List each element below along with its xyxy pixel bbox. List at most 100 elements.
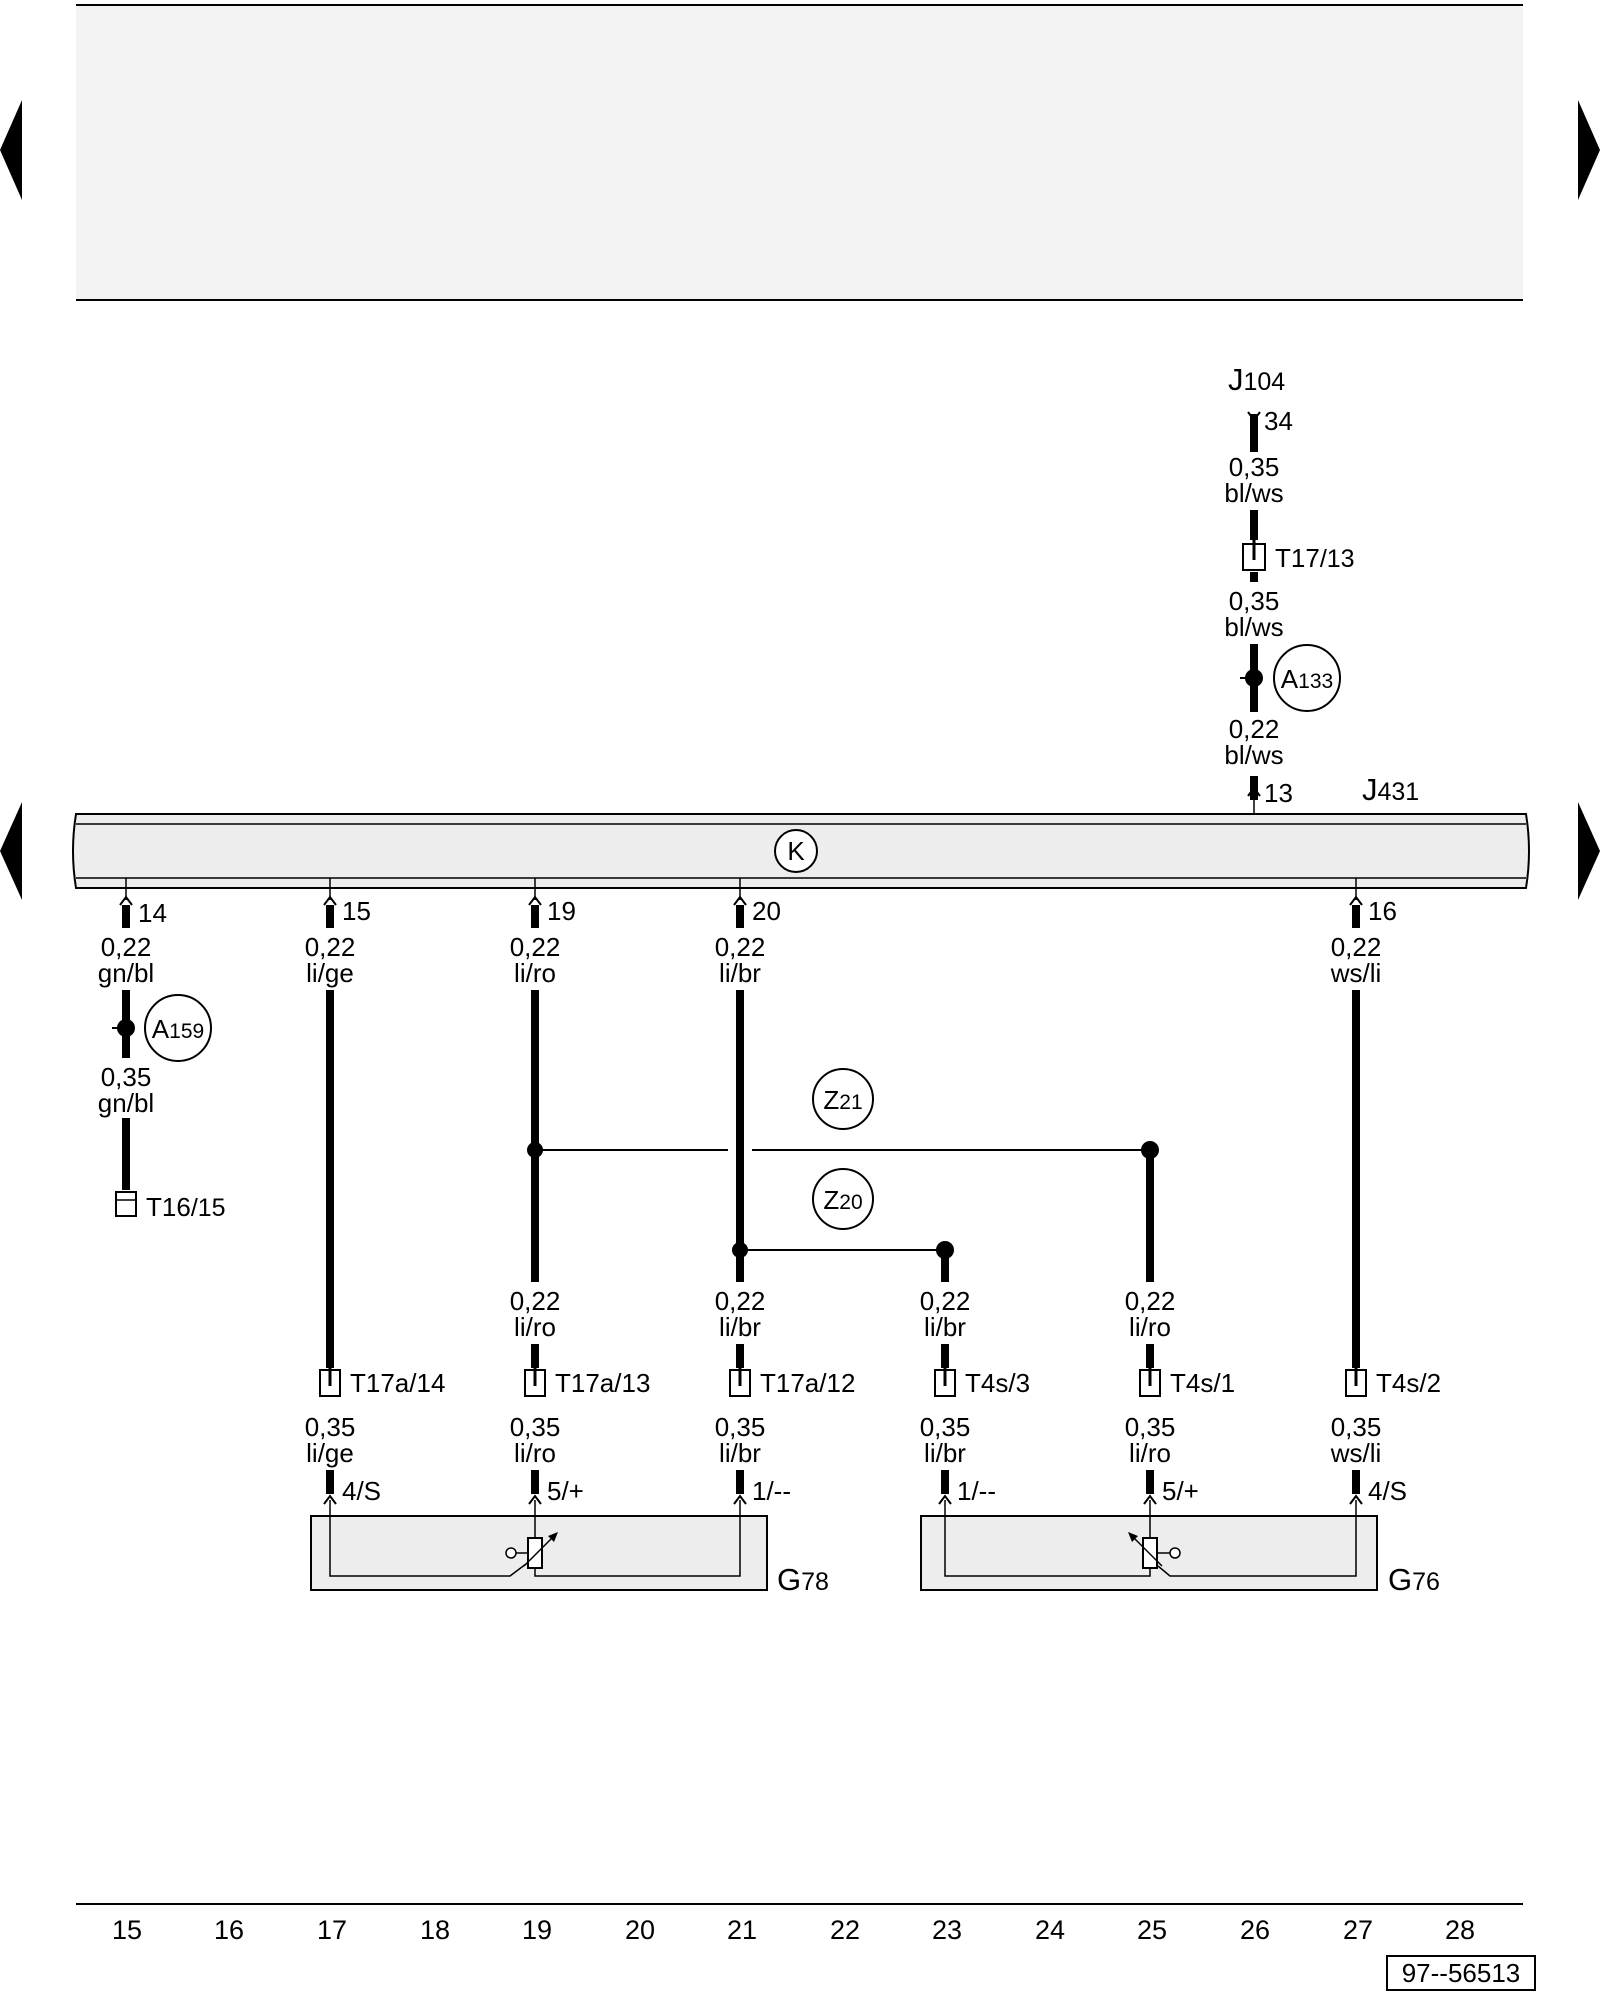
svg-text:27: 27	[1343, 1915, 1373, 1945]
svg-text:18: 18	[420, 1915, 450, 1945]
svg-text:li/br: li/br	[924, 1438, 966, 1468]
j431-top-pin-arrow-icon	[1247, 786, 1261, 797]
next-page-arrow-icon[interactable]	[1578, 100, 1600, 200]
svg-text:li/ro: li/ro	[1129, 1312, 1171, 1342]
svg-text:4/S: 4/S	[342, 1476, 381, 1506]
svg-text:4/S: 4/S	[1368, 1476, 1407, 1506]
svg-text:Z20: Z20	[823, 1185, 862, 1215]
t4s-1-connector: T4s/1	[1139, 1368, 1235, 1398]
svg-text:26: 26	[1240, 1915, 1270, 1945]
upper-wire-3-color: bl/ws	[1224, 740, 1283, 770]
g76-sensor	[920, 1500, 1378, 1591]
svg-text:0,35: 0,35	[305, 1412, 356, 1442]
svg-text:li/ro: li/ro	[514, 1312, 556, 1342]
j104-label: J104	[1228, 362, 1285, 397]
lower-wire-labels: 0,35 li/ge 0,35 li/ro 0,35 li/br 0,35 li…	[305, 1412, 1382, 1468]
module-pin-stubs	[119, 878, 1363, 928]
svg-text:0,22: 0,22	[1125, 1286, 1176, 1316]
svg-text:0,35: 0,35	[1331, 1412, 1382, 1442]
svg-text:17: 17	[317, 1915, 347, 1945]
upper-wire-1-color: bl/ws	[1224, 478, 1283, 508]
svg-text:25: 25	[1137, 1915, 1167, 1945]
svg-text:5/+: 5/+	[547, 1476, 584, 1506]
svg-text:T17a/13: T17a/13	[555, 1368, 650, 1398]
g78-adjust-arrow-icon	[548, 1532, 558, 1542]
g76-label: G76	[1388, 1562, 1440, 1597]
module-pin-20: 20	[752, 896, 781, 926]
svg-text:li/ro: li/ro	[514, 1438, 556, 1468]
j431-label: J431	[1362, 772, 1419, 807]
mid-wire-stubs	[531, 1344, 1154, 1368]
svg-text:Z21: Z21	[823, 1085, 862, 1115]
t17a-14-connector: T17a/14	[319, 1368, 445, 1398]
g76-adjust-arrow-icon	[1128, 1532, 1138, 1542]
svg-text:21: 21	[727, 1915, 757, 1945]
svg-text:19: 19	[522, 1915, 552, 1945]
prev-page-arrow-icon[interactable]	[0, 100, 22, 200]
module-wire-labels: 0,22 gn/bl 0,22 li/ge 0,22 li/ro 0,22 li…	[98, 932, 1382, 988]
svg-text:5/+: 5/+	[1162, 1476, 1199, 1506]
module-pin-16: 16	[1368, 896, 1397, 926]
g78-label: G78	[777, 1562, 829, 1597]
a159-wire-color: gn/bl	[98, 1088, 154, 1118]
upper-wire-2-size: 0,35	[1229, 586, 1280, 616]
g78-tap-icon	[505, 1547, 517, 1559]
t17-13-connector: T17/13	[1242, 540, 1355, 573]
t17a-12-connector: T17a/12	[729, 1368, 855, 1398]
svg-text:T4s/1: T4s/1	[1170, 1368, 1235, 1398]
svg-text:li/br: li/br	[719, 958, 761, 988]
svg-text:0,22: 0,22	[510, 932, 561, 962]
a159-wire: A159	[112, 990, 212, 1190]
lower-connectors: T17a/14 T17a/13 T17a/12 T4s/3 T4s/1 T4s/…	[319, 1368, 1441, 1398]
g78-sensor	[310, 1500, 768, 1591]
svg-text:0,22: 0,22	[1331, 932, 1382, 962]
svg-text:ws/li: ws/li	[1330, 958, 1382, 988]
svg-text:0,22: 0,22	[920, 1286, 971, 1316]
upper-wire-3-size: 0,22	[1229, 714, 1280, 744]
svg-text:0,22: 0,22	[305, 932, 356, 962]
t4s-3-connector: T4s/3	[934, 1368, 1030, 1398]
j104-pin-number: 34	[1264, 406, 1293, 436]
svg-text:J104: J104	[1228, 362, 1285, 397]
t16-15-connector: T16/15	[115, 1191, 226, 1222]
j431-top-pin-number: 13	[1264, 778, 1293, 808]
svg-text:T17a/12: T17a/12	[760, 1368, 855, 1398]
svg-text:0,35: 0,35	[715, 1412, 766, 1442]
svg-text:T4s/3: T4s/3	[965, 1368, 1030, 1398]
svg-text:97--56513: 97--56513	[1402, 1958, 1521, 1988]
z20-splice: Z20	[732, 1168, 954, 1259]
module-symbol-circle	[774, 829, 818, 873]
next-section-arrow-icon[interactable]	[1578, 802, 1600, 900]
svg-text:0,35: 0,35	[1125, 1412, 1176, 1442]
svg-text:T17/13: T17/13	[1275, 543, 1355, 573]
svg-text:li/ge: li/ge	[306, 958, 354, 988]
sensor-pin-stubs	[323, 1470, 1363, 1505]
module-pin-14: 14	[138, 898, 167, 928]
svg-text:24: 24	[1035, 1915, 1065, 1945]
svg-text:20: 20	[625, 1915, 655, 1945]
svg-text:1/--: 1/--	[752, 1476, 791, 1506]
mid-wire-labels: 0,22 li/ro 0,22 li/br 0,22 li/br 0,22 li…	[510, 1286, 1176, 1342]
sensor-pin-labels: 4/S 5/+ 1/-- 1/-- 5/+ 4/S	[342, 1476, 1407, 1506]
module-pin-15: 15	[342, 896, 371, 926]
main-vertical-wires	[326, 990, 1360, 1368]
prev-section-arrow-icon[interactable]	[0, 802, 22, 900]
z21-splice: Z21	[527, 1068, 1159, 1159]
svg-text:gn/bl: gn/bl	[98, 958, 154, 988]
upper-wire-2-color: bl/ws	[1224, 612, 1283, 642]
a133-junction: A133	[1240, 644, 1341, 712]
svg-text:0,35: 0,35	[510, 1412, 561, 1442]
svg-text:A159: A159	[152, 1014, 204, 1044]
svg-text:22: 22	[830, 1915, 860, 1945]
svg-text:0,22: 0,22	[715, 1286, 766, 1316]
t4s-2-connector: T4s/2	[1345, 1368, 1441, 1398]
svg-text:A133: A133	[1281, 664, 1333, 694]
svg-text:0,22: 0,22	[715, 932, 766, 962]
svg-text:li/ge: li/ge	[306, 1438, 354, 1468]
svg-text:T17a/14: T17a/14	[350, 1368, 445, 1398]
column-numbers: 15 16 17 18 19 20 21 22 23 24 25 26 27 2…	[112, 1915, 1475, 1945]
svg-text:li/br: li/br	[719, 1312, 761, 1342]
svg-text:23: 23	[932, 1915, 962, 1945]
document-number-box: 97--56513	[1386, 1955, 1536, 1991]
